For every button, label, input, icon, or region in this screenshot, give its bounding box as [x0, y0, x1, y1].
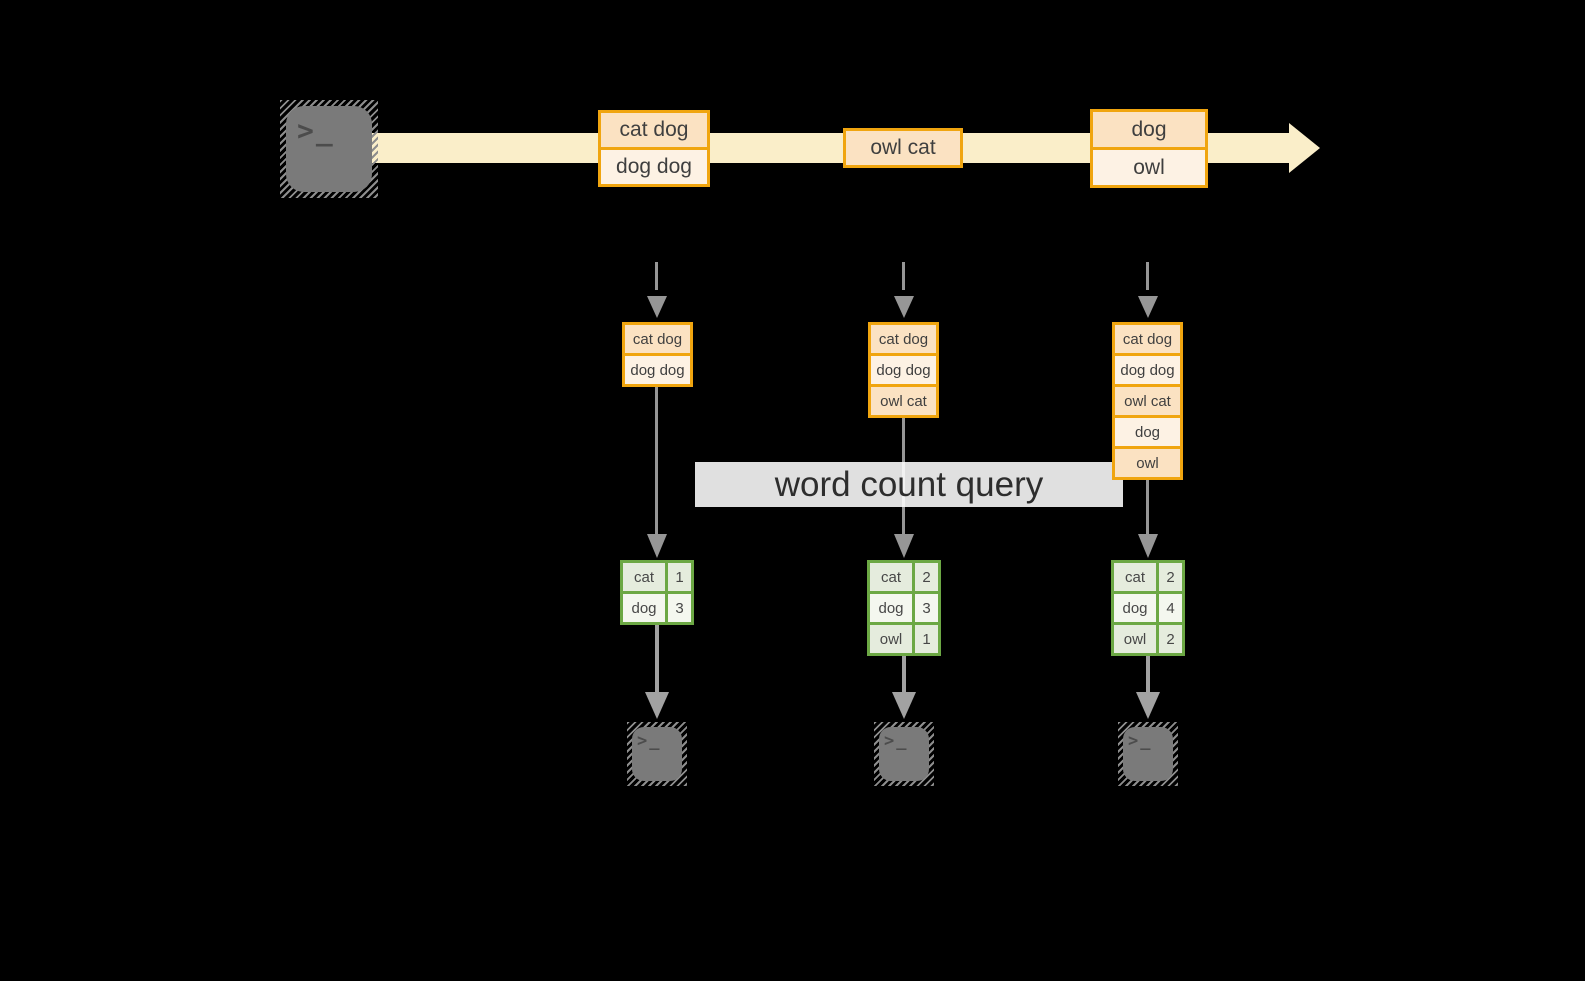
state-buffer-1: cat dog dog dog [622, 322, 693, 387]
query-arrow-head-icon-2 [894, 534, 914, 558]
terminal-body [879, 727, 929, 781]
ingest-arrow-head-icon-2 [894, 296, 914, 318]
terminal-prompt-icon: >_ [297, 114, 335, 147]
state-buffer-row: dog dog [871, 356, 936, 384]
count-table-value-cell: 2 [915, 563, 938, 591]
stream-record-line: dog dog [601, 150, 707, 184]
query-banner: word count query [695, 462, 1123, 507]
state-buffer-row: dog [1115, 418, 1180, 446]
state-buffer-row: dog dog [625, 356, 690, 384]
count-table-word-cell: owl [870, 625, 912, 653]
count-table-value-cell: 3 [915, 594, 938, 622]
source-terminal-icon: >_ [280, 100, 378, 198]
count-table-word-cell: owl [1114, 625, 1156, 653]
stream-record-line: cat dog [601, 113, 707, 147]
stream-record-3: dog owl [1090, 109, 1208, 188]
query-arrow-head-icon-1 [647, 534, 667, 558]
count-table-word-cell: dog [1114, 594, 1156, 622]
state-buffer-row: owl [1115, 449, 1180, 477]
query-banner-label: word count query [774, 464, 1044, 504]
count-table-word-cell: cat [1114, 563, 1156, 591]
stream-record-2: owl cat [843, 128, 963, 168]
output-terminal-icon-1: >_ [627, 722, 687, 786]
query-arrow-head-icon-3 [1138, 534, 1158, 558]
count-table-word-cell: cat [870, 563, 912, 591]
state-buffer-row: dog dog [1115, 356, 1180, 384]
terminal-prompt-icon: >_ [884, 731, 909, 751]
output-arrow-line-3 [1146, 656, 1150, 694]
ingest-arrow-head-icon-3 [1138, 296, 1158, 318]
output-arrow-line-1 [655, 625, 659, 694]
ingest-arrow-dash-3 [1146, 262, 1149, 290]
count-table-word-cell: dog [623, 594, 665, 622]
state-buffer-row: cat dog [871, 325, 936, 353]
terminal-body [286, 106, 372, 192]
ingest-arrow-head-icon-1 [647, 296, 667, 318]
count-table-2: cat 2 dog 3 owl 1 [867, 560, 941, 656]
output-terminal-icon-2: >_ [874, 722, 934, 786]
count-table-value-cell: 1 [915, 625, 938, 653]
state-buffer-3: cat dog dog dog owl cat dog owl [1112, 322, 1183, 480]
count-table-3: cat 2 dog 4 owl 2 [1111, 560, 1185, 656]
state-buffer-row: cat dog [625, 325, 690, 353]
stream-record-line: owl cat [846, 131, 960, 165]
state-buffer-row: cat dog [1115, 325, 1180, 353]
count-table-word-cell: dog [870, 594, 912, 622]
ingest-arrow-dash-2 [902, 262, 905, 290]
output-arrow-line-2 [902, 656, 906, 694]
count-table-1: cat 1 dog 3 [620, 560, 694, 625]
count-table-value-cell: 2 [1159, 625, 1182, 653]
output-terminal-icon-3: >_ [1118, 722, 1178, 786]
count-table-value-cell: 2 [1159, 563, 1182, 591]
ingest-arrow-dash-1 [655, 262, 658, 290]
stream-arrowhead-icon [1289, 123, 1320, 173]
output-arrow-head-icon-2 [892, 692, 916, 719]
count-table-value-cell: 3 [668, 594, 691, 622]
terminal-prompt-icon: >_ [637, 731, 662, 751]
stream-record-line: dog [1093, 112, 1205, 147]
count-table-word-cell: cat [623, 563, 665, 591]
state-buffer-row: owl cat [871, 387, 936, 415]
state-buffer-2: cat dog dog dog owl cat [868, 322, 939, 418]
count-table-value-cell: 4 [1159, 594, 1182, 622]
terminal-prompt-icon: >_ [1128, 731, 1153, 751]
terminal-body [632, 727, 682, 781]
terminal-body [1123, 727, 1173, 781]
query-arrow-line-3 [1146, 480, 1149, 552]
stream-record-line: owl [1093, 150, 1205, 185]
stream-record-1: cat dog dog dog [598, 110, 710, 187]
query-arrow-line-1 [655, 387, 658, 552]
state-buffer-row: owl cat [1115, 387, 1180, 415]
output-arrow-head-icon-3 [1136, 692, 1160, 719]
count-table-value-cell: 1 [668, 563, 691, 591]
output-arrow-head-icon-1 [645, 692, 669, 719]
